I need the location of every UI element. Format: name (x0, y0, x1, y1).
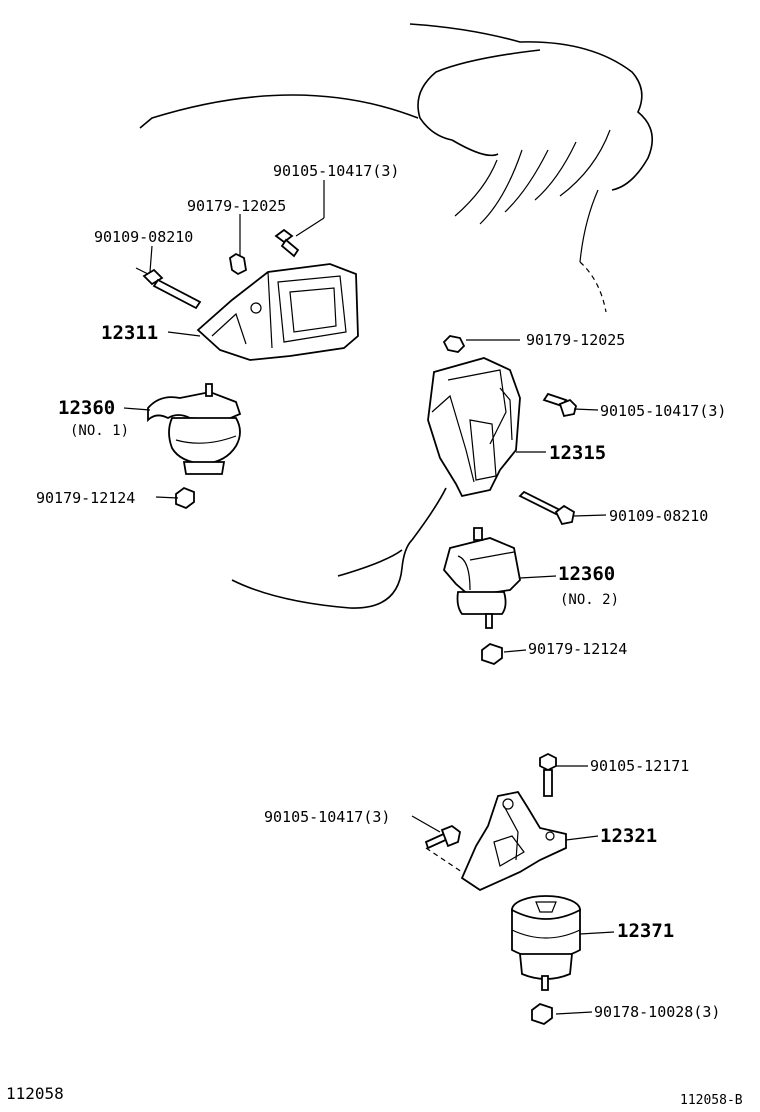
callout-90179-12025-upper-left: 90179-12025 (187, 197, 286, 215)
engine-outline (139, 23, 654, 609)
callout-90105-10417-right: 90105-10417(3) (600, 402, 726, 420)
nut-90179-12124-upper-left (175, 486, 195, 510)
callout-12360-no1-sub: (NO. 1) (70, 423, 129, 439)
nut-90179-12025-right (442, 335, 466, 353)
bolt-90109-08210-upper-left (135, 267, 202, 310)
callout-90109-08210-right: 90109-08210 (609, 507, 708, 525)
bracket-12311 (196, 263, 359, 361)
nut-90179-12025-upper-left (229, 252, 247, 276)
callout-12371: 12371 (617, 920, 674, 942)
nut-90179-12124-right (481, 642, 503, 666)
callout-12321: 12321 (600, 825, 657, 847)
bracket-12321 (460, 790, 567, 892)
callout-90105-10417-upper-left: 90105-10417(3) (273, 162, 399, 180)
leader-lines (123, 180, 615, 1015)
nut-90178-10028 (531, 1002, 553, 1026)
bolt-alignment-line (425, 847, 463, 873)
figure-ref: 112058-B (680, 1093, 743, 1108)
callout-12360-no2-sub: (NO. 2) (560, 592, 619, 608)
callout-12360-no1: 12360 (58, 397, 115, 419)
bolt-90105-10417-upper-left (274, 228, 300, 258)
bracket-12315 (427, 357, 521, 498)
bolt-90105-12171 (539, 752, 557, 797)
callout-90105-10417-lower: 90105-10417(3) (264, 808, 390, 826)
bolt-90105-10417-right (542, 392, 577, 418)
callout-90179-12124-right: 90179-12124 (528, 640, 627, 658)
figure-id: 112058 (6, 1084, 64, 1103)
callout-90109-08210-upper-left: 90109-08210 (94, 228, 193, 246)
bolt-90105-10417-lower (424, 824, 461, 850)
mount-12371 (511, 895, 581, 991)
mount-12360-no1 (147, 383, 242, 475)
mount-12360-no2 (443, 527, 521, 629)
callout-90105-12171: 90105-12171 (590, 757, 689, 775)
callout-90179-12025-right: 90179-12025 (526, 331, 625, 349)
callout-12311: 12311 (101, 322, 158, 344)
bolt-90109-08210-right (518, 490, 576, 526)
callout-90178-10028: 90178-10028(3) (594, 1003, 720, 1021)
callout-12360-no2: 12360 (558, 563, 615, 585)
callout-90179-12124-upper-left: 90179-12124 (36, 489, 135, 507)
callout-12315: 12315 (549, 442, 606, 464)
